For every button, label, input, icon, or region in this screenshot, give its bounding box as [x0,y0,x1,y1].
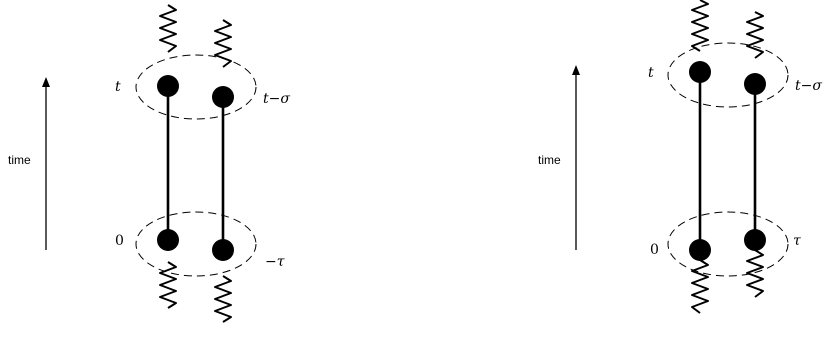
left-label-zero: 0 [115,233,124,249]
right-top-ellipse [667,42,789,108]
right-panel: time t t−σ 0 τ [538,0,822,314]
left-time-label: time [8,153,31,167]
right-vertex-top-2 [744,73,766,95]
left-bottom-ellipse [135,211,257,277]
left-label-t: t [115,79,121,95]
left-wavy-top-1 [159,4,177,53]
right-label-zero: 0 [650,242,659,258]
right-wavy-top-1 [691,0,709,52]
left-label-minus-tau: −τ [265,254,285,270]
right-bottom-ellipse [667,211,789,277]
left-label-t-minus-sigma: t−σ [263,91,290,107]
right-wavy-top-2 [746,11,764,59]
right-label-t-minus-sigma: t−σ [795,78,822,94]
right-time-label: time [538,153,561,167]
left-time-axis: time [8,77,50,250]
left-panel: time t t−σ 0 −τ [8,4,290,323]
right-label-t: t [648,65,654,81]
left-vertex-bottom-2 [212,239,234,261]
right-wavy-bottom-1 [691,259,709,314]
right-vertex-bottom-1 [689,239,711,261]
right-vertex-top-1 [689,61,711,83]
right-label-tau: τ [793,233,801,249]
left-vertex-top-1 [157,75,179,97]
left-vertex-top-2 [212,86,234,108]
left-wavy-bottom-2 [214,275,232,323]
left-wavy-bottom-1 [159,261,177,309]
right-time-axis: time [538,65,580,250]
right-vertex-bottom-2 [744,229,766,251]
right-wavy-bottom-2 [746,249,764,298]
left-vertex-bottom-1 [157,229,179,251]
left-top-ellipse [135,54,257,120]
